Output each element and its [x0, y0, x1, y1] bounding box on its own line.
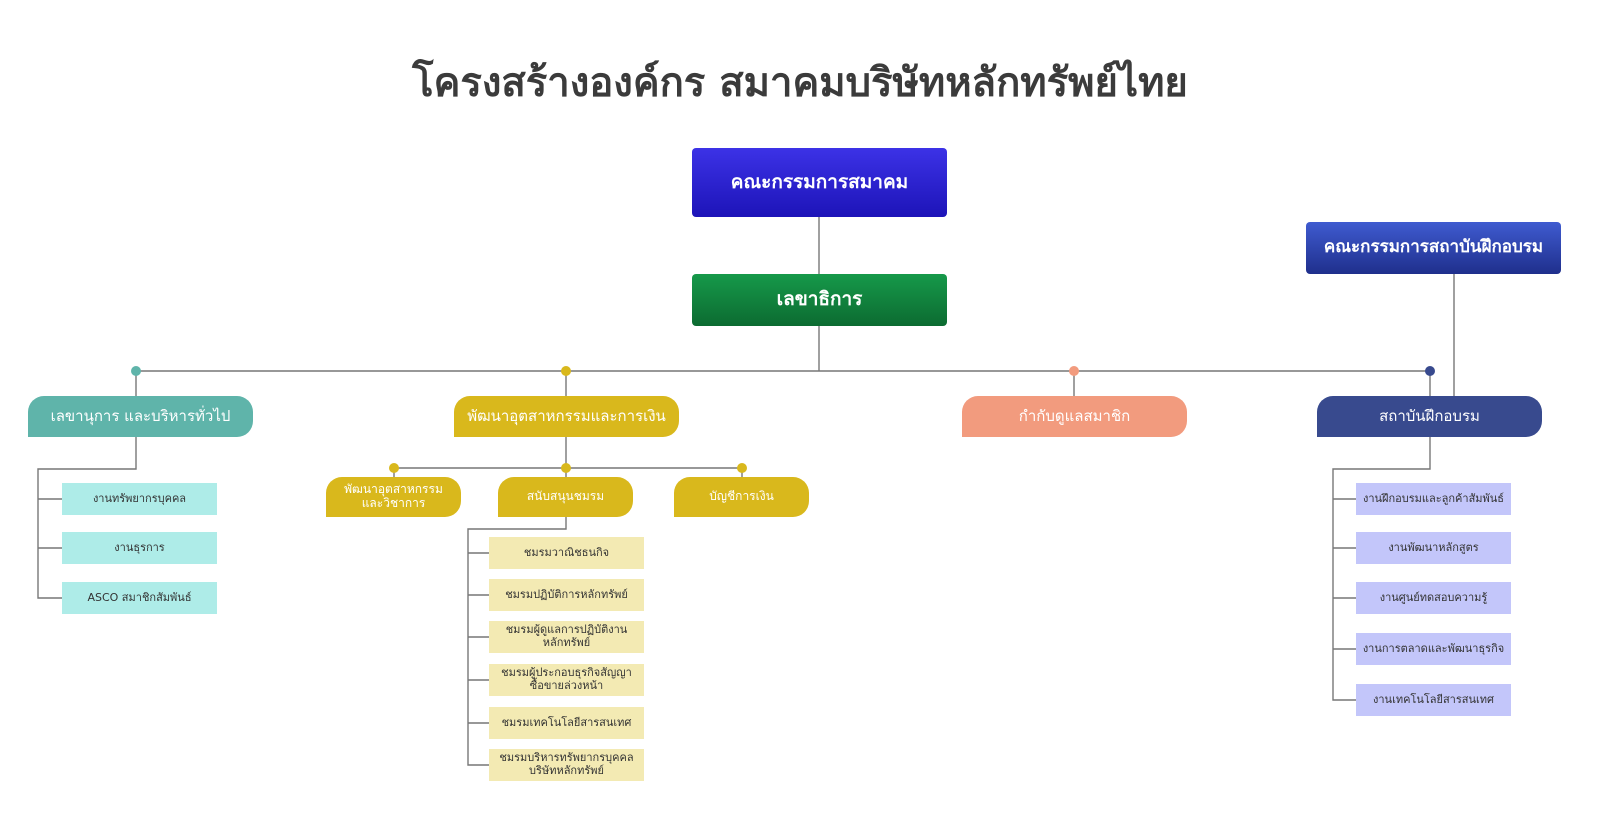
leaf-admin-item: งานทรัพยากรบุคคล: [62, 483, 217, 515]
leaf-club-item: ชมรมผู้ประกอบธุรกิจสัญญา ซื้อขายล่วงหน้า: [489, 664, 644, 696]
junction-dot: [389, 463, 399, 473]
node-board: คณะกรรมการสมาคม: [692, 148, 947, 217]
leaf-club-item: ชมรมผู้ดูแลการปฏิบัติงาน หลักทรัพย์: [489, 621, 644, 653]
leaf-training-item: งานฝึกอบรมและลูกค้าสัมพันธ์: [1356, 483, 1511, 515]
node-secretariat: เลขาธิการ: [692, 274, 947, 326]
node-dept-industry: พัฒนาอุตสาหกรรมและการเงิน: [454, 396, 679, 437]
leaf-club-item: ชมรมปฏิบัติการหลักทรัพย์: [489, 579, 644, 611]
junction-dot: [737, 463, 747, 473]
node-sub-club-support: สนับสนุนชมรม: [498, 477, 633, 517]
junction-dot: [561, 366, 571, 376]
node-dept-member-supervision: กำกับดูแลสมาชิก: [962, 396, 1187, 437]
leaf-club-item: ชมรมวาณิชธนกิจ: [489, 537, 644, 569]
leaf-admin-item: ASCO สมาชิกสัมพันธ์: [62, 582, 217, 614]
leaf-club-item: ชมรมเทคโนโลยีสารสนเทศ: [489, 707, 644, 739]
junction-dot: [1069, 366, 1079, 376]
leaf-training-item: งานศูนย์ทดสอบความรู้: [1356, 582, 1511, 614]
node-dept-admin: เลขานุการ และบริหารทั่วไป: [28, 396, 253, 437]
junction-dot: [1425, 366, 1435, 376]
node-sub-industry-academic: พัฒนาอุตสาหกรรม และวิชาการ: [326, 477, 461, 517]
leaf-training-item: งานเทคโนโลยีสารสนเทศ: [1356, 684, 1511, 716]
leaf-training-item: งานการตลาดและพัฒนาธุรกิจ: [1356, 633, 1511, 665]
leaf-training-item: งานพัฒนาหลักสูตร: [1356, 532, 1511, 564]
node-sub-finance: บัญชีการเงิน: [674, 477, 809, 517]
node-training-board: คณะกรรมการสถาบันฝึกอบรม: [1306, 222, 1561, 274]
leaf-admin-item: งานธุรการ: [62, 532, 217, 564]
node-dept-training-institute: สถาบันฝึกอบรม: [1317, 396, 1542, 437]
leaf-club-item: ชมรมบริหารทรัพยากรบุคคล บริษัทหลักทรัพย์: [489, 749, 644, 781]
junction-dot: [131, 366, 141, 376]
page-title: โครงสร้างองค์กร สมาคมบริษัทหลักทรัพย์ไทย: [412, 60, 1188, 106]
junction-dot: [561, 463, 571, 473]
